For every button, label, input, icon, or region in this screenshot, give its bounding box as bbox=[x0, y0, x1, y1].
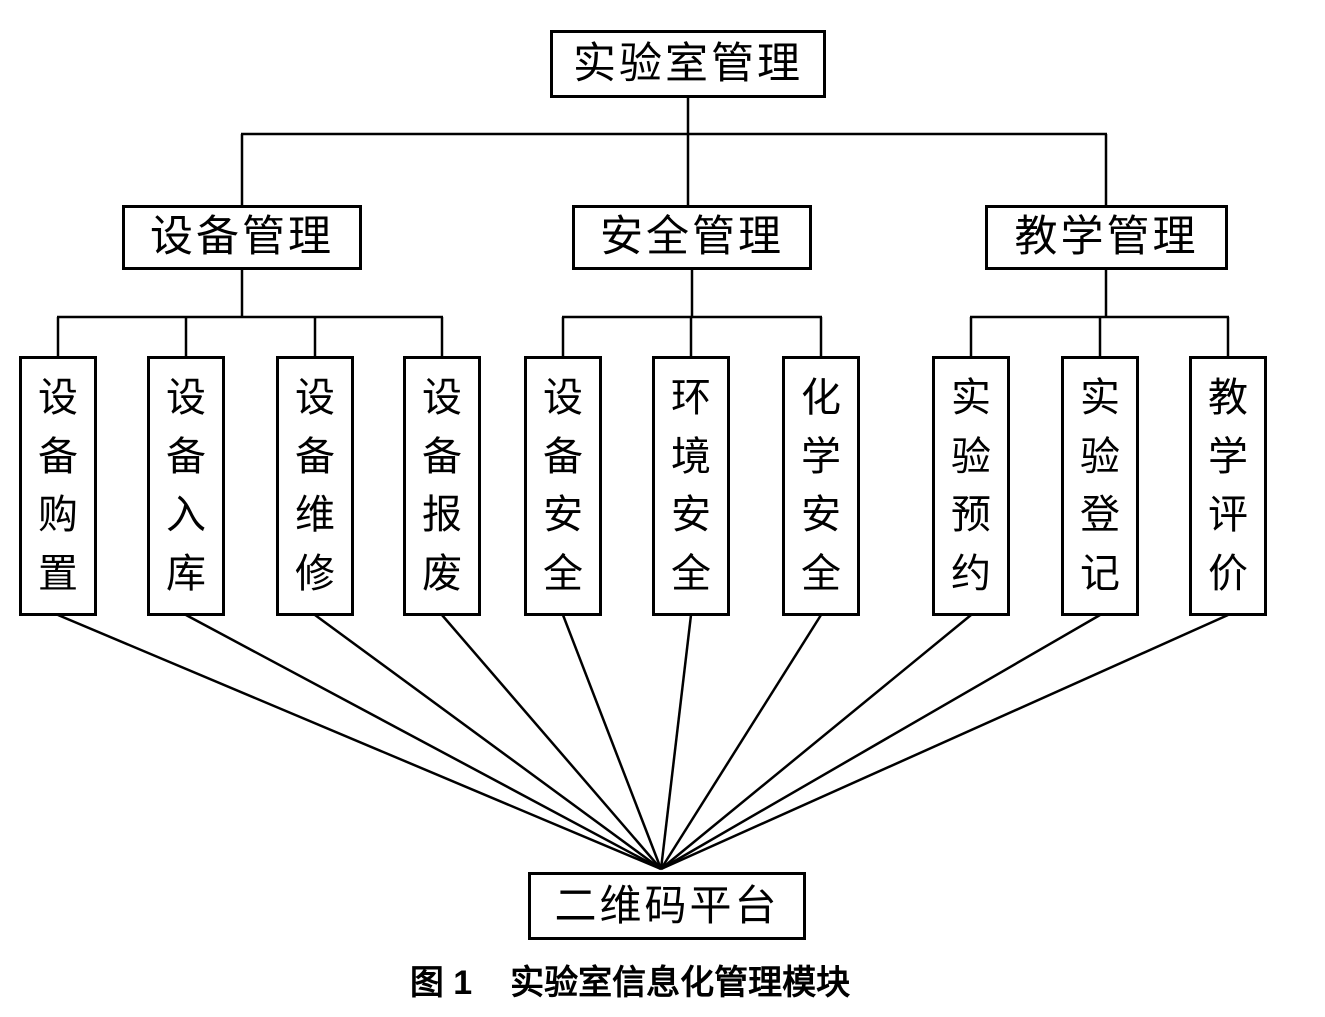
node-environment-safety-label: 环境安全 bbox=[671, 375, 711, 597]
figure-caption-number: 图 1 bbox=[409, 964, 473, 1002]
edge-env-safety-to-platform bbox=[659, 614, 693, 870]
node-device-inbound-label: 设备入库 bbox=[166, 375, 206, 597]
figure-caption: 图 1 实验室信息化管理模块 bbox=[0, 966, 1260, 1000]
node-chemical-safety-label: 化学安全 bbox=[801, 375, 841, 597]
node-experiment-reservation-label: 实验预约 bbox=[951, 375, 991, 597]
node-equipment-management-label: 设备管理 bbox=[150, 213, 334, 261]
node-device-scrap-label: 设备报废 bbox=[422, 375, 462, 597]
node-safety-management: 安全管理 bbox=[572, 205, 812, 270]
node-device-safety-label: 设备安全 bbox=[543, 375, 583, 597]
edge-device-scrap-to-platform bbox=[441, 614, 662, 870]
node-lab-management: 实验室管理 bbox=[550, 30, 826, 98]
edge-device-safety-to-platform bbox=[561, 614, 663, 870]
edge-exp-register-to-platform bbox=[660, 613, 1101, 871]
node-device-purchase: 设备购置 bbox=[19, 356, 97, 616]
node-environment-safety: 环境安全 bbox=[652, 356, 730, 616]
node-device-safety: 设备安全 bbox=[524, 356, 602, 616]
node-teaching-management: 教学管理 bbox=[985, 205, 1228, 270]
edge-device-purchase-to-platform bbox=[57, 613, 662, 871]
node-chemical-safety: 化学安全 bbox=[782, 356, 860, 616]
node-experiment-reservation: 实验预约 bbox=[932, 356, 1010, 616]
node-safety-management-label: 安全管理 bbox=[600, 213, 784, 261]
edge-chem-safety-to-platform bbox=[659, 614, 823, 870]
node-device-scrap: 设备报废 bbox=[403, 356, 481, 616]
node-lab-management-label: 实验室管理 bbox=[573, 39, 803, 88]
node-qrcode-platform-label: 二维码平台 bbox=[554, 882, 780, 929]
edge-device-inbound-to-platform bbox=[185, 613, 662, 871]
figure-caption-title: 实验室信息化管理模块 bbox=[510, 964, 851, 1002]
edge-device-repair-to-platform bbox=[314, 613, 662, 871]
edge-teach-eval-to-platform bbox=[660, 613, 1229, 871]
node-qrcode-platform: 二维码平台 bbox=[528, 872, 806, 940]
node-device-purchase-label: 设备购置 bbox=[38, 375, 78, 597]
node-device-inbound: 设备入库 bbox=[147, 356, 225, 616]
node-experiment-registration-label: 实验登记 bbox=[1080, 375, 1120, 597]
node-equipment-management: 设备管理 bbox=[122, 205, 362, 270]
node-experiment-registration: 实验登记 bbox=[1061, 356, 1139, 616]
node-teaching-evaluation: 教学评价 bbox=[1189, 356, 1267, 616]
node-device-repair: 设备维修 bbox=[276, 356, 354, 616]
node-teaching-management-label: 教学管理 bbox=[1014, 213, 1199, 261]
node-teaching-evaluation-label: 教学评价 bbox=[1208, 375, 1248, 597]
edge-exp-reserve-to-platform bbox=[660, 614, 972, 870]
node-device-repair-label: 设备维修 bbox=[295, 375, 335, 597]
